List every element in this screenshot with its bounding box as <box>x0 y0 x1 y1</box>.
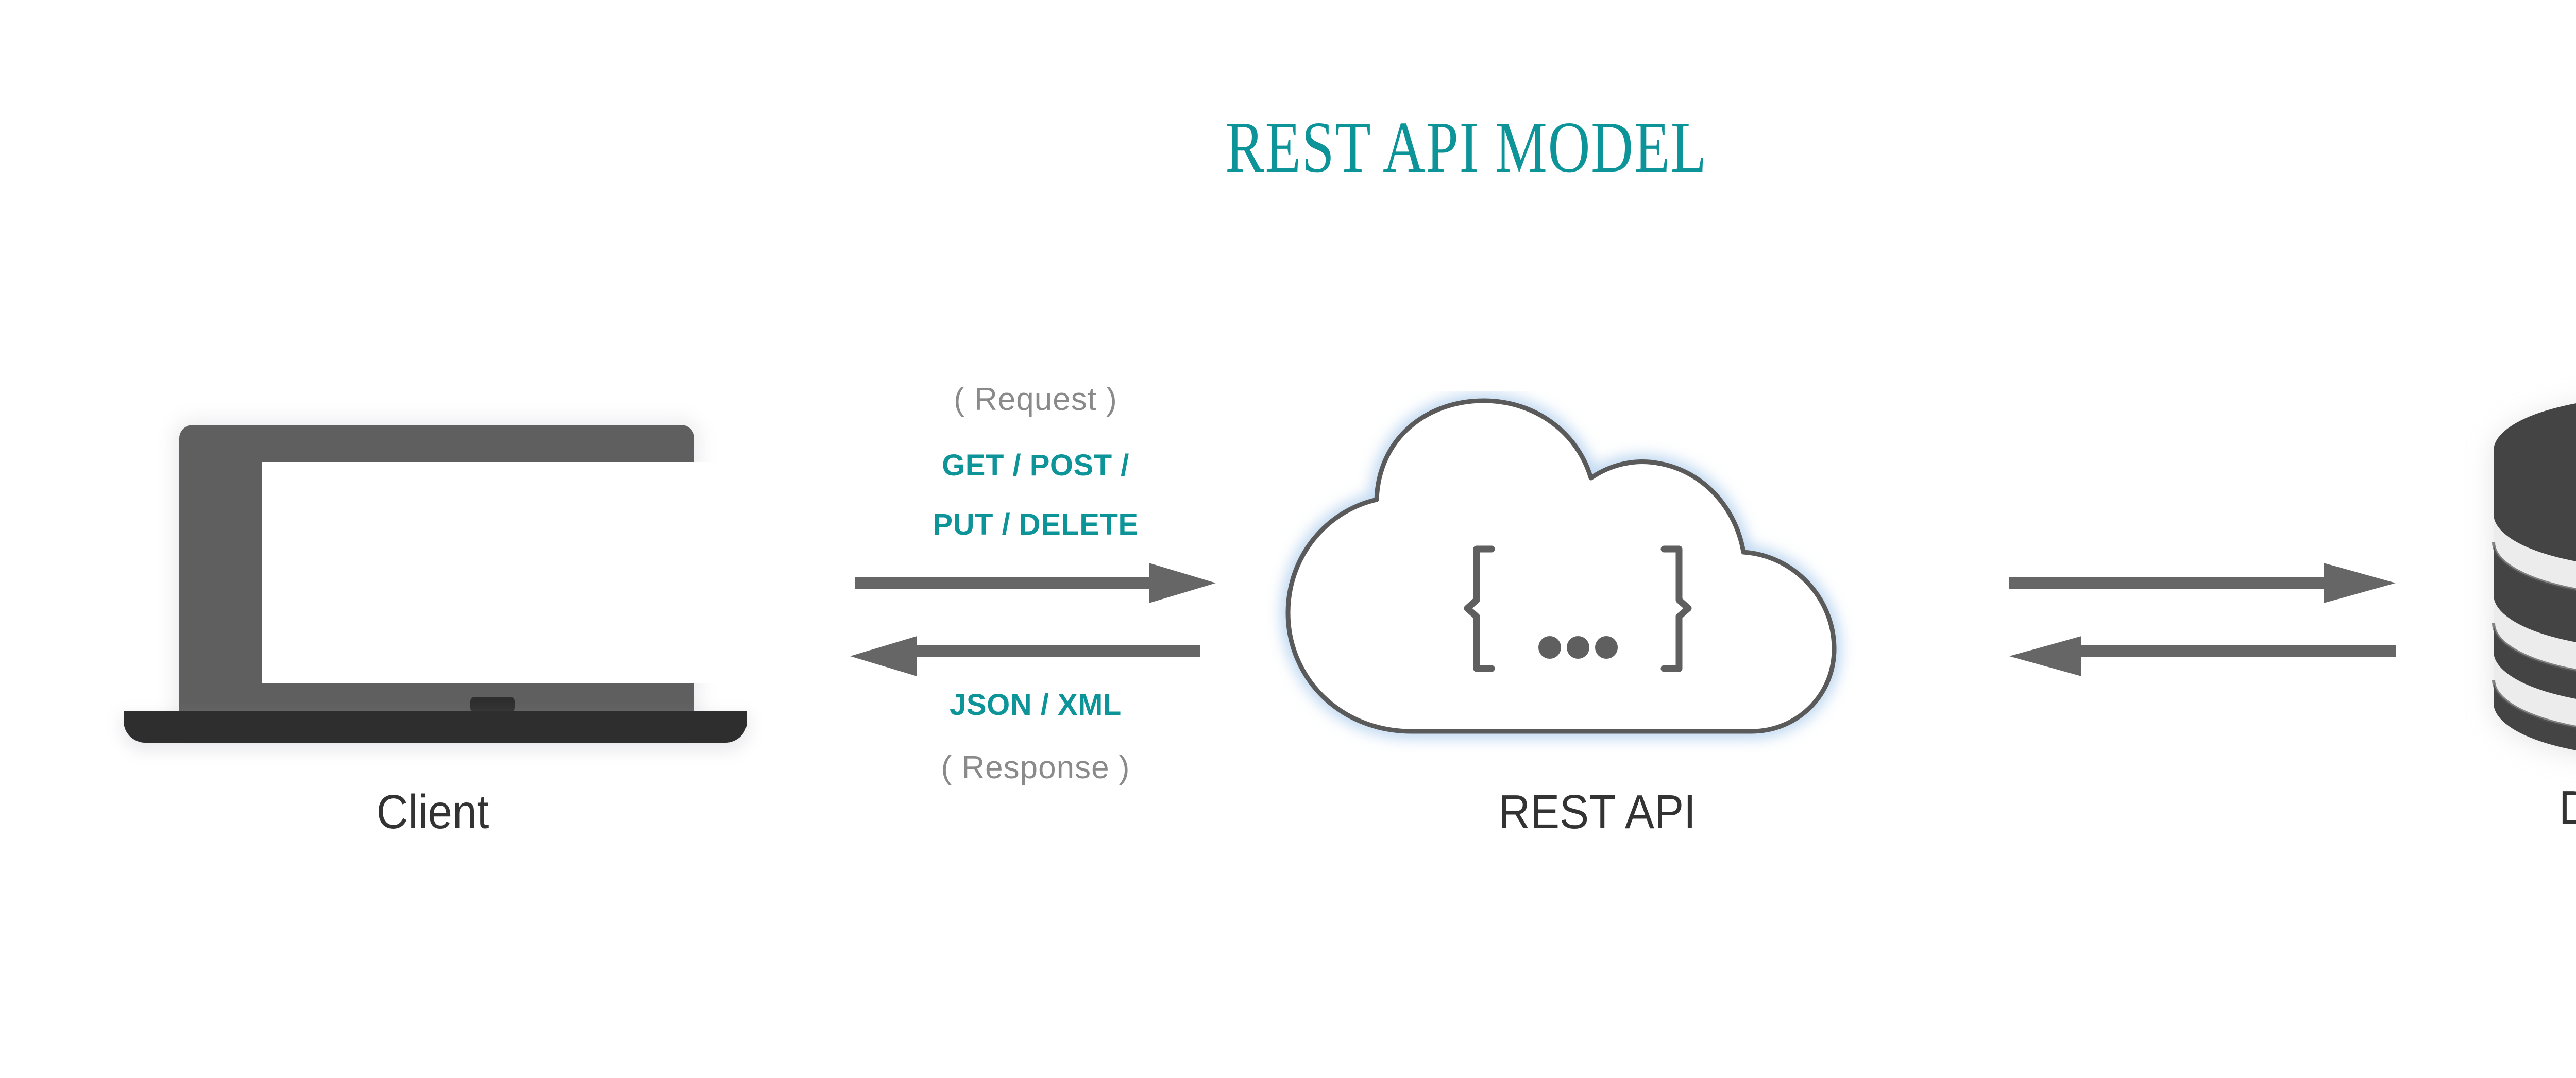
laptop-base <box>124 711 747 743</box>
node-label-database: Database <box>2487 784 2576 832</box>
cloud-ellipsis-icon <box>1538 636 1618 659</box>
ellipsis-dot-2 <box>1567 636 1589 659</box>
node-client <box>124 417 747 747</box>
database-body <box>2494 451 2576 750</box>
database-cylinder-icon <box>2492 403 2576 750</box>
edge-label-http-methods-line1: GET / POST / <box>942 449 1129 482</box>
database-band-1 <box>2494 514 2576 590</box>
cloud-icon <box>1284 397 1838 735</box>
edge-label-http-methods-line2: PUT / DELETE <box>933 508 1139 541</box>
page-title: REST API MODEL <box>1225 106 1707 187</box>
cloud-outline <box>1285 398 1837 734</box>
ellipsis-dot-3 <box>1595 636 1618 659</box>
arrow-pair-api-database <box>2009 563 2396 676</box>
node-label-client: Client <box>376 785 489 839</box>
open-brace-icon <box>1464 545 1495 672</box>
node-database <box>2473 397 2576 757</box>
ellipsis-dot-1 <box>1538 636 1561 659</box>
node-label-rest-api: REST API <box>1498 785 1696 839</box>
arrow-right-icon <box>2009 563 2396 603</box>
node-rest-api <box>1257 391 1937 752</box>
laptop-icon <box>124 417 747 747</box>
laptop-notch-icon <box>470 697 515 712</box>
arrow-left-icon <box>2009 636 2396 676</box>
edge-label-payload-format: JSON / XML <box>950 688 1122 722</box>
close-brace-icon <box>1660 545 1692 672</box>
arrow-left-icon <box>850 636 1200 676</box>
laptop-bezel <box>179 425 723 721</box>
arrow-pair-client-api <box>850 563 1216 676</box>
database-band-3 <box>2494 652 2576 727</box>
edge-label-response: ( Response ) <box>941 750 1130 785</box>
cloud-braces-icon <box>1464 545 1692 672</box>
database-edges <box>2492 542 2576 729</box>
database-band-2 <box>2494 595 2576 671</box>
database-bands <box>2494 514 2576 727</box>
edge-label-request: ( Request ) <box>954 382 1117 417</box>
arrow-right-icon <box>855 563 1216 603</box>
laptop-screen <box>262 462 723 683</box>
database-top-disc <box>2494 403 2576 498</box>
